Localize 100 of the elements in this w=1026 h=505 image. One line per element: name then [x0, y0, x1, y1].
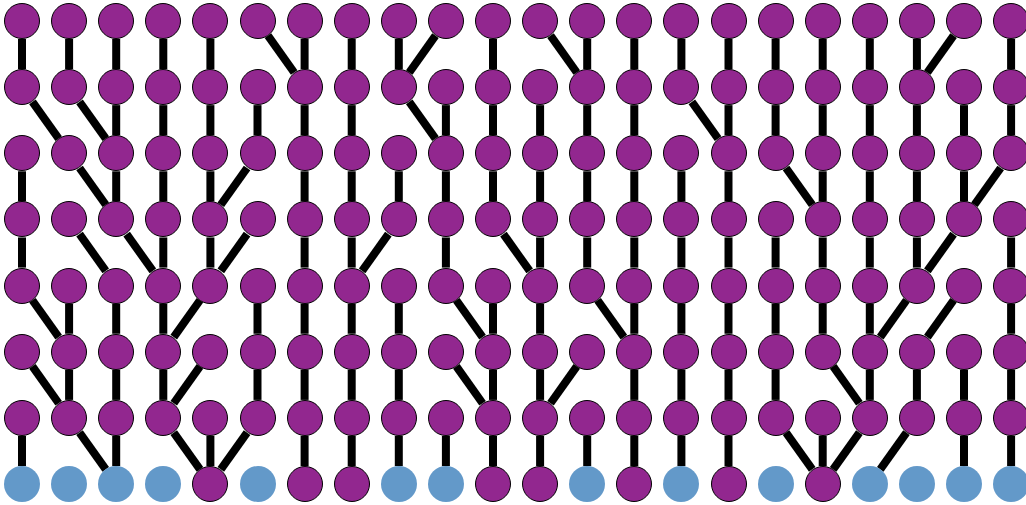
lineage-line: [170, 364, 204, 406]
lineage-line: [865, 105, 874, 136]
lineage-line: [347, 237, 356, 268]
lineage-line: [489, 105, 497, 136]
lineage-line: [65, 369, 74, 400]
lineage-line: [536, 435, 545, 467]
lineage-line: [724, 237, 733, 268]
lineage-line: [677, 303, 686, 334]
lineage-line: [347, 39, 356, 70]
lineage-line: [489, 435, 497, 467]
lineage-line: [489, 303, 497, 334]
lineage-line: [170, 430, 204, 472]
lineage-line: [394, 171, 403, 202]
lineage-line: [829, 364, 863, 406]
lineage-line: [441, 237, 450, 268]
lineage-line: [630, 39, 639, 70]
lineage-line: [630, 303, 639, 334]
lineage-line: [771, 39, 780, 70]
lineage-line: [159, 303, 168, 334]
lineage-line: [677, 171, 686, 202]
lineage-line: [18, 237, 26, 268]
lineage-line: [912, 237, 921, 268]
lineage-line: [1007, 105, 1016, 136]
lineage-line: [253, 369, 262, 400]
lineage-line: [358, 231, 392, 274]
lineage-line: [771, 369, 780, 400]
lineage-line: [76, 430, 109, 472]
lineage-line: [253, 303, 262, 334]
lineage-line: [536, 303, 545, 334]
lineage-line: [206, 237, 215, 268]
lineage-line: [724, 39, 733, 70]
lineage-line: [724, 435, 733, 467]
lineage-line: [76, 231, 109, 274]
lineage-line: [912, 105, 921, 136]
lineage-line: [347, 303, 356, 334]
lineage-line: [536, 369, 545, 400]
lineage-line: [865, 39, 874, 70]
lineage-line: [782, 165, 816, 208]
lineage-line: [630, 369, 639, 400]
lineage-line: [112, 39, 121, 70]
lineage-line: [206, 171, 215, 202]
lineage-line: [677, 369, 686, 400]
lineage-line: [960, 435, 968, 467]
lineage-line: [18, 435, 26, 467]
lineage-line: [1007, 369, 1016, 400]
lineage-line: [300, 435, 309, 467]
lineage-line: [724, 105, 733, 136]
lineage-line: [877, 430, 910, 472]
lineage-line: [347, 369, 356, 400]
lineage-line: [159, 171, 168, 202]
lineage-line: [724, 369, 733, 400]
lineage-line: [630, 237, 639, 268]
lineage-line: [583, 171, 592, 202]
lineage-line: [583, 105, 592, 136]
lineage-line: [677, 237, 686, 268]
lineage-line: [818, 171, 827, 202]
lineage-line: [829, 430, 863, 472]
lineage-line: [912, 39, 921, 70]
lineage-line: [500, 231, 533, 274]
lineage-line: [818, 39, 827, 70]
lineage-line: [453, 364, 486, 406]
lineage-line: [300, 105, 309, 136]
lineage-line: [441, 105, 450, 136]
lineage-line: [865, 171, 874, 202]
lineage-line: [630, 171, 639, 202]
lineage-line: [18, 171, 26, 202]
lineage-line: [583, 237, 592, 268]
lineage-line: [583, 435, 592, 467]
lineage-line: [29, 364, 62, 406]
lineage-line: [865, 237, 874, 268]
lineage-line: [394, 39, 403, 70]
lineage-line: [630, 435, 639, 467]
lineage-line: [960, 105, 968, 136]
lineage-line: [347, 435, 356, 467]
lineage-line: [206, 435, 215, 467]
lineage-line: [112, 303, 121, 334]
lineage-line: [536, 105, 545, 136]
lineage-line: [818, 105, 827, 136]
lineage-line: [489, 171, 497, 202]
lineage-line: [347, 171, 356, 202]
lineage-line: [724, 303, 733, 334]
lineage-line: [960, 369, 968, 400]
lineage-line: [441, 171, 450, 202]
lineage-line: [818, 237, 827, 268]
lineage-line: [1007, 303, 1016, 334]
lineage-line: [300, 171, 309, 202]
lineage-line: [489, 39, 497, 70]
lineage-line: [630, 105, 639, 136]
lineage-line: [264, 33, 298, 75]
lineage-line: [688, 99, 722, 141]
lineage-line: [300, 369, 309, 400]
lineage-line: [112, 105, 121, 136]
lineage-line: [536, 237, 545, 268]
lineage-line: [170, 297, 204, 340]
lineage-line: [924, 231, 957, 274]
lineage-line: [394, 435, 403, 467]
lineage-line: [960, 171, 968, 202]
lineage-line: [971, 165, 1004, 208]
lineage-line: [536, 171, 545, 202]
lineage-line: [724, 171, 733, 202]
